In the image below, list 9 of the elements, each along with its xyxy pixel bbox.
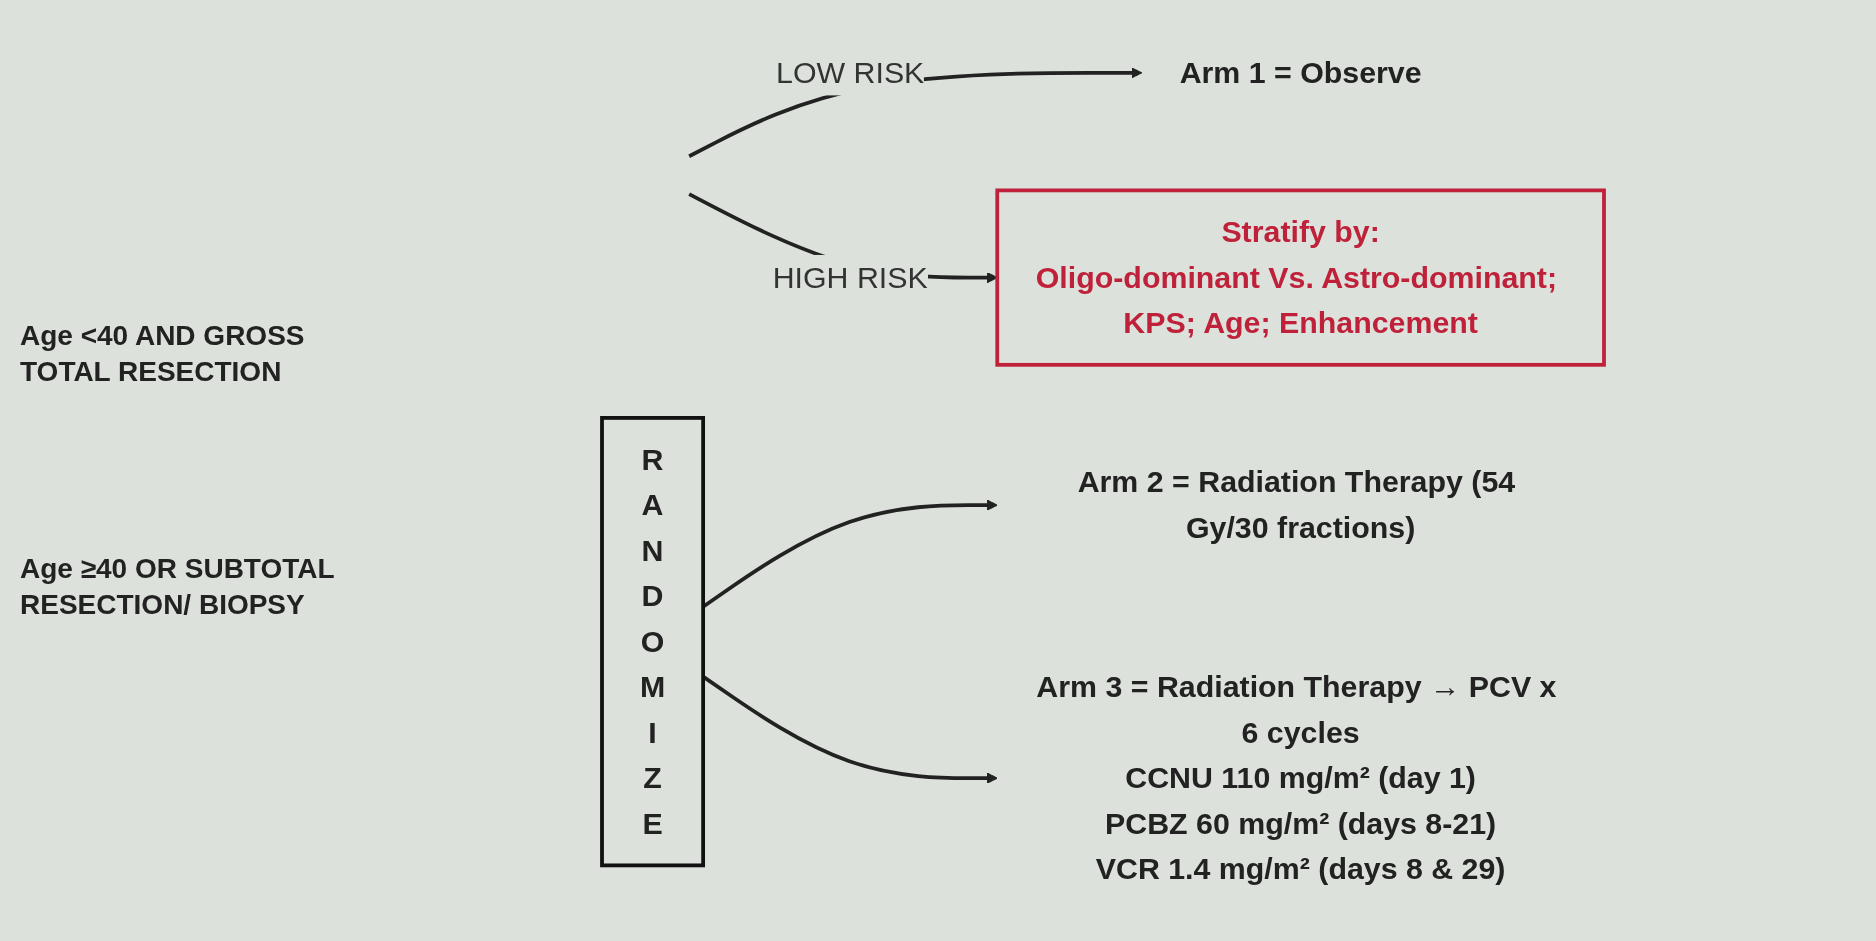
- node-box: Stratify by: Oligo-dominant Vs. Astro-dominant; KPS; Age; Enhancement: [995, 188, 1606, 367]
- criteria-note: Age <40 AND GROSS TOTAL RESECTION: [20, 318, 306, 390]
- criteria-note: Age ≥40 OR SUBTOTAL RESECTION/ BIOPSY: [20, 551, 336, 622]
- node-text: Arm 2 = Radiation Therapy (54 Gy/30 fractions): [1077, 464, 1516, 544]
- edge-label: LOW RISK: [776, 54, 925, 89]
- node-box: R A N D O M I Z E: [600, 415, 706, 867]
- node-text: Arm 1 = Observe: [1179, 54, 1422, 89]
- node-text: Arm 3 = Radiation Therapy → PCV x 6 cycles CCNU 110 mg/m² (day 1) PCBZ 60 mg/m² (days 8-21) VCR 1.4 mg/m² (days 8 & 29): [1036, 668, 1557, 886]
- edge-label: HIGH RISK: [772, 259, 928, 294]
